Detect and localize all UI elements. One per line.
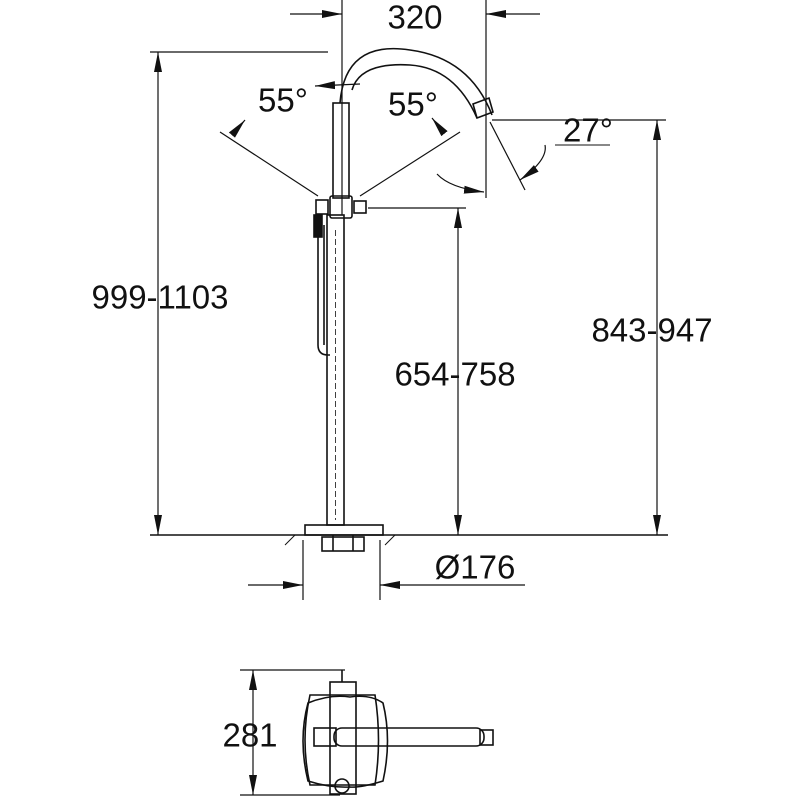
faucet-body: [304, 47, 494, 552]
label-base-diameter: Ø176: [434, 548, 516, 586]
dimension-outlet-height: [620, 119, 666, 535]
label-outlet-height: 843-947: [591, 311, 713, 349]
label-handle-height: 654-758: [394, 355, 516, 393]
label-spout-angle: 27°: [563, 111, 613, 149]
dimension-base-diameter: [248, 540, 525, 600]
top-view: [302, 670, 494, 795]
handle-rotation-indicators: [219, 81, 461, 197]
label-angle-right: 55°: [388, 85, 438, 123]
dimension-total-height: [150, 51, 328, 535]
dimension-281: [240, 669, 345, 796]
label-281: 281: [222, 716, 278, 754]
dimension-handle-height: [368, 207, 466, 535]
label-320: 320: [387, 0, 443, 36]
label-angle-left: 55°: [258, 81, 308, 119]
floor-hatch: [284, 534, 396, 546]
dimension-320: [290, 0, 540, 215]
label-total-height: 999-1103: [91, 278, 229, 316]
spout-angle-indicator: [436, 119, 620, 194]
